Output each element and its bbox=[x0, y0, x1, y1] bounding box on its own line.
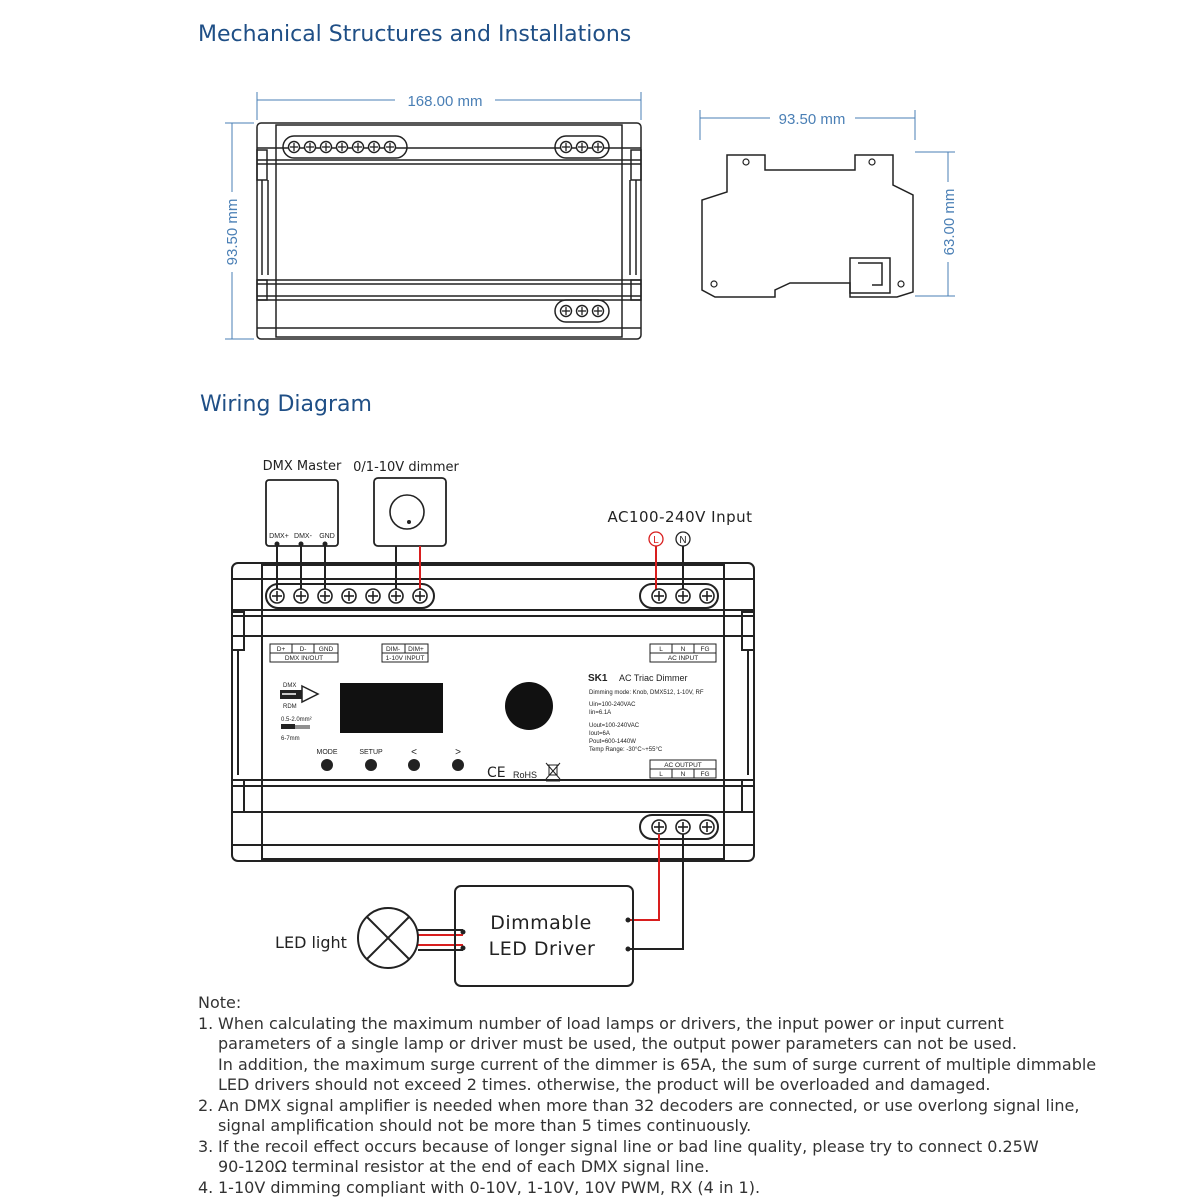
prev-button-label: < bbox=[411, 747, 417, 758]
spec-temp: Temp Range: -30°C~+55°C bbox=[589, 747, 663, 753]
ac-in-pin-1: L bbox=[659, 646, 663, 653]
ac-in-pin-2: N bbox=[681, 646, 686, 653]
note-line: LED drivers should not exceed 2 times. o… bbox=[218, 1075, 991, 1094]
ce-mark: CE bbox=[487, 765, 506, 781]
wire-gauge: 0.5-2.0mm² bbox=[281, 717, 312, 723]
top-terminal-screws bbox=[269, 588, 715, 604]
front-height-label: 93.50 mm bbox=[224, 199, 241, 266]
setup-button[interactable] bbox=[365, 759, 377, 771]
ac-out-table bbox=[649, 759, 717, 779]
dimmer-knob bbox=[389, 494, 425, 530]
driver-line-1: Dimmable bbox=[490, 912, 592, 934]
dim-term-caption: 1-10V INPUT bbox=[386, 655, 425, 662]
model-name: SK1 bbox=[588, 673, 608, 684]
spec-pout: Pout=600-1440W bbox=[589, 739, 636, 745]
note-line: signal amplification should not be more … bbox=[218, 1116, 752, 1135]
note-item: 3. If the recoil effect occurs because o… bbox=[198, 1137, 1158, 1178]
model-desc: AC Triac Dimmer bbox=[619, 673, 688, 683]
side-view-drawing bbox=[701, 154, 914, 298]
note-line: 1-10V dimming compliant with 0-10V, 1-10… bbox=[218, 1177, 761, 1197]
mode-button[interactable] bbox=[321, 759, 333, 771]
note-item: 4. 1-10V dimming compliant with 0-10V, 1… bbox=[198, 1178, 1158, 1199]
dmx-term-caption: DMX IN/OUT bbox=[285, 655, 323, 662]
ac-out-pin-3: FG bbox=[700, 771, 709, 778]
note-item: 2. An DMX signal amplifier is needed whe… bbox=[198, 1096, 1158, 1137]
setup-button-label: SETUP bbox=[359, 749, 383, 756]
notes-section: Note: 1. When calculating the maximum nu… bbox=[198, 993, 1158, 1198]
note-item: 1. When calculating the maximum number o… bbox=[198, 1014, 1158, 1096]
dmx-term-pin-2: D- bbox=[300, 646, 307, 653]
side-view-holes bbox=[710, 158, 905, 288]
side-height-label: 63.00 mm bbox=[941, 189, 958, 256]
dmx-rdm-top: DMX bbox=[283, 683, 296, 689]
led-light-symbol bbox=[357, 907, 419, 969]
side-dimension-lines bbox=[699, 110, 955, 297]
note-line: If the recoil effect occurs because of l… bbox=[218, 1136, 1039, 1156]
dmx-rdm-bottom: RDM bbox=[283, 704, 297, 710]
prev-button[interactable] bbox=[408, 759, 420, 771]
led-light-label: LED light bbox=[275, 933, 347, 952]
note-number: 2. bbox=[198, 1095, 214, 1115]
dmx-rdm-arrow-icon bbox=[280, 684, 320, 704]
ac-in-pin-3: FG bbox=[700, 646, 709, 653]
mode-button-label: MODE bbox=[317, 749, 338, 756]
front-view-screws bbox=[287, 140, 605, 318]
wire-strip-icon bbox=[281, 724, 310, 729]
ac-out-pin-1: L bbox=[659, 771, 663, 778]
note-line: When calculating the maximum number of l… bbox=[218, 1013, 1004, 1033]
l-symbol: L bbox=[653, 535, 659, 546]
red-wires bbox=[419, 546, 657, 594]
notes-title: Note: bbox=[198, 993, 242, 1012]
led-driver-box bbox=[454, 885, 634, 987]
dimmer-label: 0/1-10V dimmer bbox=[353, 460, 459, 475]
dmx-pin-gnd: GND bbox=[319, 533, 335, 540]
n-symbol: N bbox=[679, 535, 686, 546]
side-width-label: 93.50 mm bbox=[779, 111, 846, 128]
front-view-drawing bbox=[256, 122, 642, 340]
spec-iin: Iin=6.1A bbox=[589, 710, 611, 716]
dmx-term-pin-1: D+ bbox=[277, 646, 286, 653]
dmx-term-pin-3: GND bbox=[319, 646, 334, 653]
note-number: 4. bbox=[198, 1177, 214, 1197]
ac-in-caption: AC INPUT bbox=[668, 655, 698, 662]
ac-out-caption: AC OUTPUT bbox=[664, 762, 702, 769]
front-width-label: 168.00 mm bbox=[407, 93, 482, 110]
note-number: 3. bbox=[198, 1136, 214, 1156]
spec-uin: Uin=100-240VAC bbox=[589, 702, 636, 708]
note-number: 1. bbox=[198, 1013, 214, 1033]
spec-iout: Iout=6A bbox=[589, 731, 610, 737]
control-knob[interactable] bbox=[505, 682, 553, 730]
dim-term-pin-2: DIM+ bbox=[408, 646, 424, 653]
ac-out-pin-2: N bbox=[681, 771, 686, 778]
display-screen bbox=[340, 683, 443, 733]
signal-wires bbox=[276, 544, 684, 594]
rohs-mark: RoHS bbox=[513, 770, 537, 780]
dmx-master-label: DMX Master bbox=[263, 459, 342, 474]
note-line: parameters of a single lamp or driver mu… bbox=[218, 1034, 1017, 1053]
driver-line-2: LED Driver bbox=[489, 938, 596, 960]
wiring-heading: Wiring Diagram bbox=[200, 392, 372, 417]
ac-input-label: AC100-240V Input bbox=[607, 508, 752, 526]
mechanical-heading: Mechanical Structures and Installations bbox=[198, 22, 632, 47]
strip-length: 6-7mm bbox=[281, 736, 300, 742]
dim-term-pin-1: DIM- bbox=[386, 646, 400, 653]
weee-bin-icon bbox=[545, 762, 561, 782]
dmx-terminal-table bbox=[269, 643, 339, 663]
next-button[interactable] bbox=[452, 759, 464, 771]
note-line: An DMX signal amplifier is needed when m… bbox=[218, 1095, 1080, 1115]
note-line: 90-120Ω terminal resistor at the end of … bbox=[218, 1157, 710, 1176]
note-line: In addition, the maximum surge current o… bbox=[218, 1054, 1097, 1074]
dim-terminal-table bbox=[381, 643, 429, 663]
bottom-terminal-screws bbox=[651, 819, 715, 835]
next-button-label: > bbox=[455, 747, 461, 758]
device-body bbox=[231, 562, 755, 862]
front-dimension-lines bbox=[225, 92, 642, 340]
drawing-canvas: 168.00 mm 93.50 mm 93.50 mm 63.00 mm DMX… bbox=[224, 92, 958, 987]
dmx-pin-minus: DMX- bbox=[294, 533, 313, 540]
dmx-pin-plus: DMX+ bbox=[269, 533, 289, 540]
spec-dimming-mode: Dimming mode: Knob, DMX512, 1-10V, RF bbox=[589, 690, 704, 696]
ac-in-table bbox=[649, 643, 717, 663]
spec-uout: Uout=100-240VAC bbox=[589, 723, 640, 729]
